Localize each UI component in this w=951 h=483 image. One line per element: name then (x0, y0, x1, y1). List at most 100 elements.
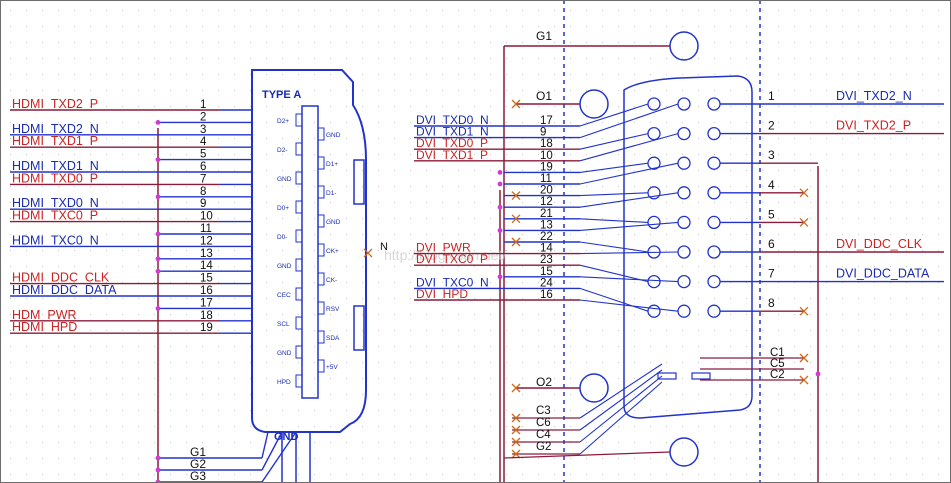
grid-dot (346, 138, 347, 139)
grid-dot (858, 26, 859, 27)
grid-dot (586, 458, 587, 459)
grid-dot (586, 138, 587, 139)
grid-dot (170, 394, 171, 395)
grid-dot (634, 298, 635, 299)
grid-dot (314, 378, 315, 379)
grid-dot (138, 330, 139, 331)
grid-dot (698, 234, 699, 235)
grid-dot (762, 442, 763, 443)
grid-dot (26, 250, 27, 251)
grid-dot (202, 298, 203, 299)
grid-dot (714, 314, 715, 315)
grid-dot (714, 266, 715, 267)
grid-dot (138, 426, 139, 427)
grid-dot (10, 250, 11, 251)
grid-dot (154, 394, 155, 395)
grid-dot (330, 202, 331, 203)
grid-dot (922, 154, 923, 155)
grid-dot (794, 298, 795, 299)
grid-dot (458, 298, 459, 299)
grid-dot (474, 458, 475, 459)
grid-dot (842, 266, 843, 267)
grid-dot (794, 154, 795, 155)
grid-dot (74, 458, 75, 459)
grid-dot (218, 202, 219, 203)
grid-dot (186, 426, 187, 427)
grid-dot (426, 106, 427, 107)
grid-dot (474, 26, 475, 27)
grid-dot (122, 394, 123, 395)
grid-dot (218, 362, 219, 363)
grid-dot (218, 378, 219, 379)
grid-dot (474, 154, 475, 155)
grid-dot (154, 234, 155, 235)
no-connect-mark (363, 248, 373, 258)
grid-dot (874, 442, 875, 443)
grid-dot (666, 106, 667, 107)
grid-dot (730, 234, 731, 235)
grid-dot (874, 218, 875, 219)
grid-dot (922, 250, 923, 251)
grid-dot (938, 474, 939, 475)
grid-dot (778, 362, 779, 363)
dvi-g1-label: G1 (536, 29, 552, 43)
grid-dot (474, 442, 475, 443)
grid-dot (650, 442, 651, 443)
grid-dot (442, 458, 443, 459)
grid-dot (522, 154, 523, 155)
grid-dot (522, 474, 523, 475)
grid-dot (426, 426, 427, 427)
hdmi-inner-label: D1+ (326, 161, 338, 168)
grid-dot (810, 138, 811, 139)
grid-dot (554, 458, 555, 459)
grid-dot (746, 154, 747, 155)
dvi-contact (707, 156, 721, 170)
grid-dot (730, 298, 731, 299)
dvi-pin-number: 22 (540, 231, 553, 243)
grid-dot (922, 378, 923, 379)
grid-dot (138, 106, 139, 107)
grid-dot (122, 474, 123, 475)
grid-dot (298, 122, 299, 123)
grid-dot (714, 426, 715, 427)
grid-dot (618, 266, 619, 267)
grid-dot (698, 282, 699, 283)
grid-dot (10, 58, 11, 59)
grid-dot (186, 266, 187, 267)
grid-dot (714, 282, 715, 283)
grid-dot (330, 266, 331, 267)
grid-dot (618, 234, 619, 235)
grid-dot (266, 10, 267, 11)
grid-dot (506, 234, 507, 235)
grid-dot (490, 106, 491, 107)
grid-dot (10, 298, 11, 299)
grid-dot (746, 426, 747, 427)
grid-dot (314, 346, 315, 347)
grid-dot (10, 90, 11, 91)
grid-dot (538, 362, 539, 363)
hdmi-pin-number: 15 (200, 273, 213, 285)
grid-dot (714, 154, 715, 155)
grid-dot (410, 330, 411, 331)
grid-dot (90, 106, 91, 107)
grid-dot (42, 42, 43, 43)
hdmi-pin-number: 12 (200, 235, 213, 247)
grid-dot (650, 266, 651, 267)
grid-dot (314, 362, 315, 363)
grid-dot (58, 410, 59, 411)
grid-dot (378, 234, 379, 235)
grid-dot (458, 154, 459, 155)
hdmi-contact (317, 272, 325, 286)
grid-dot (10, 410, 11, 411)
hdmi-contact (317, 359, 325, 373)
grid-dot (698, 170, 699, 171)
grid-dot (538, 202, 539, 203)
dvi-contact-wire (579, 251, 679, 255)
grid-dot (154, 74, 155, 75)
grid-dot (378, 186, 379, 187)
grid-dot (202, 362, 203, 363)
grid-dot (666, 154, 667, 155)
grid-dot (234, 346, 235, 347)
dvi-o1-label: O1 (536, 89, 552, 103)
hdmi-inner-label: CK- (326, 277, 337, 284)
